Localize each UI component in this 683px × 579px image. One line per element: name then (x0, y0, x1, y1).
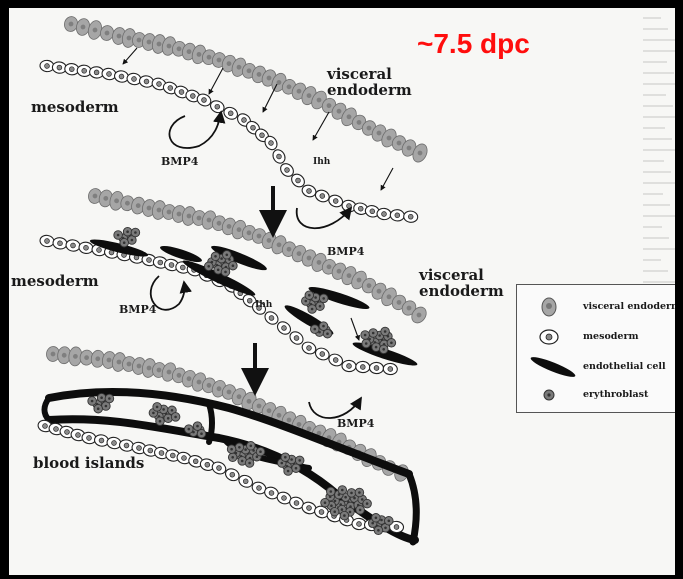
legend-label: visceral endoderm (583, 301, 675, 312)
endothelial-cell-icon (525, 355, 581, 379)
signal-arrow (297, 208, 351, 228)
label-visceral-endoderm-mid: visceral endoderm (419, 268, 504, 300)
mesoderm-cell (39, 234, 55, 247)
label-ihh-mid: Ihh (255, 301, 272, 310)
legend-item-erythroblast: erythroblast (517, 383, 675, 407)
signal-arrow (123, 48, 137, 64)
label-bmp4-mid-left: BMP4 (119, 304, 156, 316)
mesoderm-cell (376, 208, 391, 221)
signal-arrow (381, 168, 393, 190)
vessel-wall-start (45, 398, 50, 420)
mesoderm-cell-icon (525, 325, 575, 349)
mesoderm-cell (314, 188, 331, 203)
legend-label: mesoderm (583, 331, 639, 342)
mesoderm-cell (78, 241, 94, 254)
legend-item-endothelial-cell: endothelial cell (517, 355, 675, 379)
legend-label: endothelial cell (583, 361, 666, 372)
mesoderm-cell (52, 237, 68, 250)
signal-arrow (309, 398, 361, 418)
signal-arrow (313, 112, 329, 140)
mesoderm-cell (383, 363, 398, 375)
mesoderm-cell (65, 239, 81, 252)
stage-title: ~7.5 dpc (417, 28, 530, 60)
signal-arrow (169, 112, 221, 148)
signal-arrow (263, 84, 277, 112)
signal-arrow (351, 318, 359, 340)
figure-panel: ~7.5 dpc mesoderm visceral endoderm BMP4… (9, 8, 675, 575)
mesoderm-cell (355, 361, 370, 373)
mesoderm-cell (403, 210, 418, 223)
legend-label: erythroblast (583, 389, 648, 400)
signal-arrow (209, 68, 223, 94)
legend-item-mesoderm: mesoderm (517, 325, 675, 349)
mesoderm-cell (271, 148, 288, 166)
mesoderm-cell (342, 360, 357, 372)
erythroblast-icon (525, 383, 575, 407)
mesoderm-cell (390, 209, 405, 222)
label-blood-islands: blood islands (33, 456, 144, 472)
mesoderm-cell (369, 362, 384, 374)
legend-item-visceral-endoderm: visceral endoderm (517, 295, 675, 319)
label-mesoderm-top: mesoderm (31, 100, 119, 116)
label-bmp4-top-left: BMP4 (161, 156, 198, 168)
legend-box: visceral endoderm mesoderm endothelial c… (516, 284, 675, 413)
label-bmp4-top-right: BMP4 (327, 246, 364, 258)
label-ihh-top: Ihh (313, 158, 330, 167)
visceral-endoderm-cell-icon (525, 295, 575, 319)
label-visceral-endoderm-top: visceral endoderm (327, 67, 412, 99)
label-mesoderm-mid: mesoderm (11, 274, 99, 290)
vessel-septum (209, 404, 212, 442)
vessel-wall-end (409, 474, 416, 542)
label-bmp4-mid-right: BMP4 (337, 418, 374, 430)
